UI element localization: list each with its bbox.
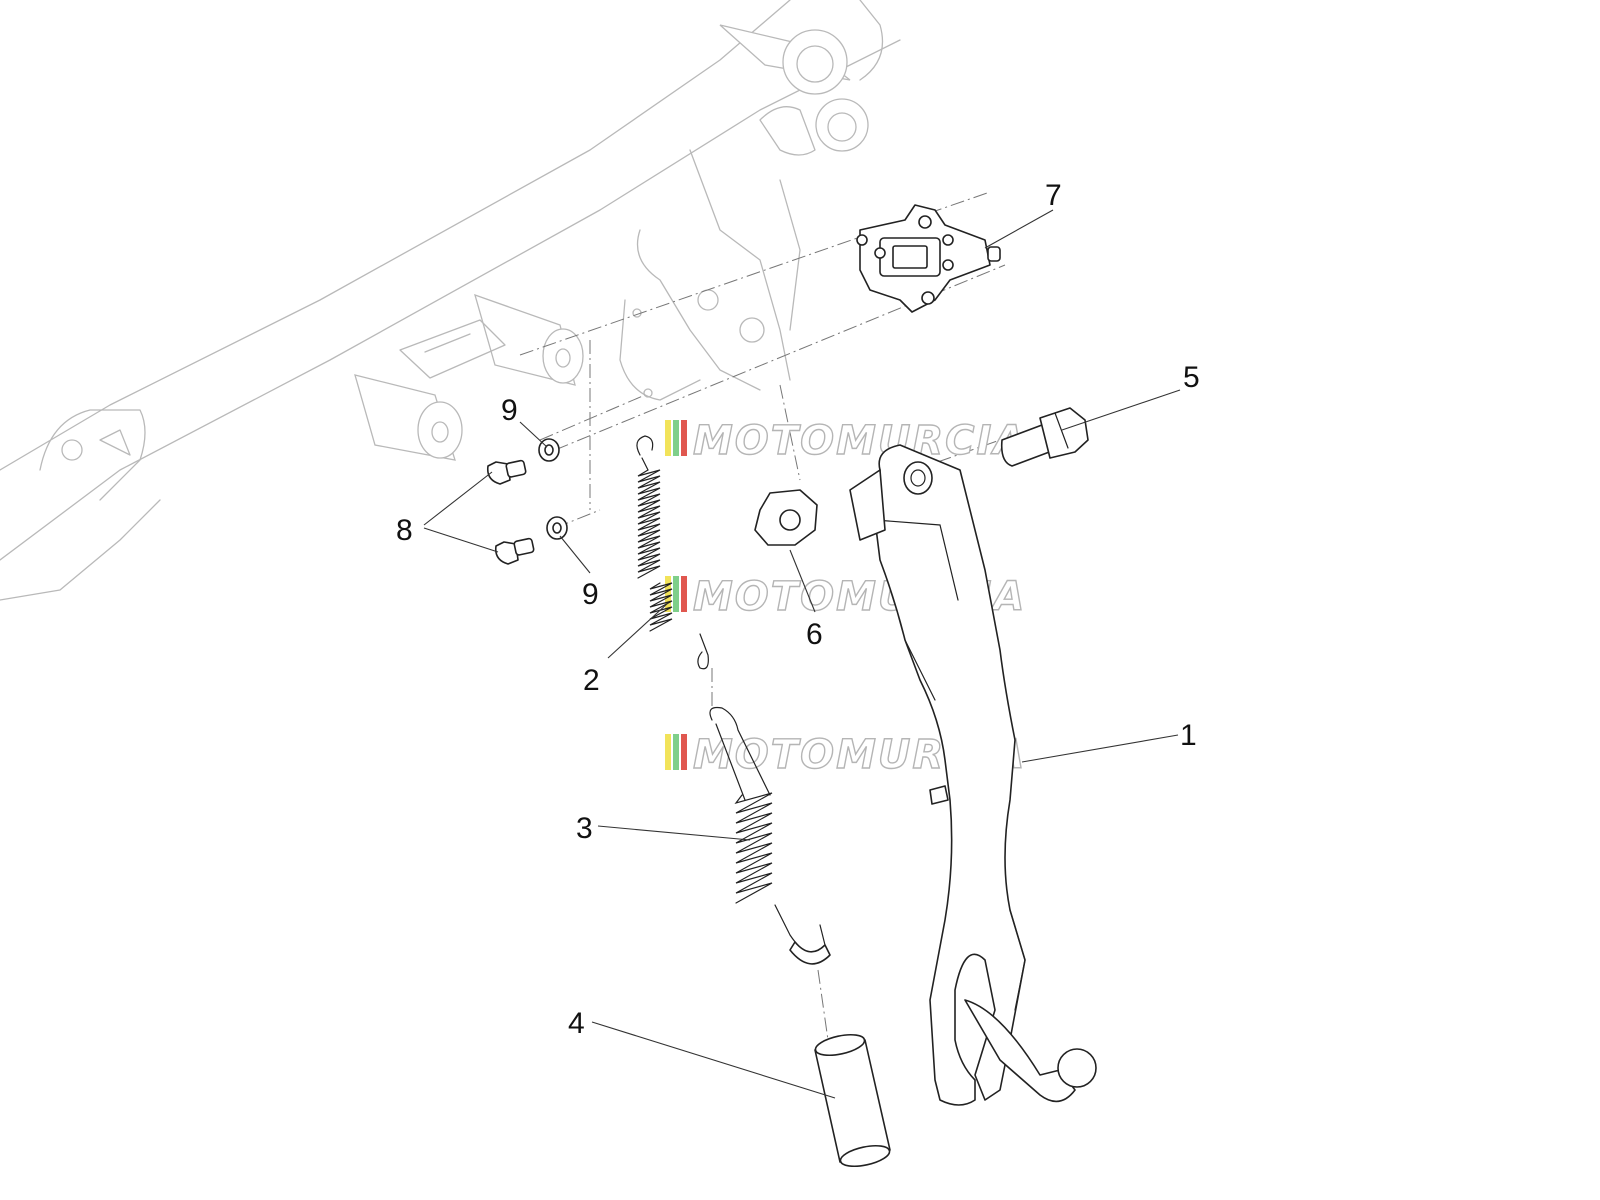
part-4-sleeve — [814, 1033, 891, 1168]
part-8-screw-lower — [494, 537, 535, 565]
flag-stripe-yellow — [665, 734, 671, 770]
callout-2: 2 — [583, 664, 600, 697]
callout-7: 7 — [1045, 179, 1062, 212]
callout-9-upper: 9 — [501, 394, 518, 427]
part-5-bolt — [1000, 407, 1089, 467]
flag-stripe-yellow — [665, 576, 671, 612]
flag-stripe-red — [681, 576, 687, 612]
part-3-spring — [709, 706, 831, 965]
part-2-spring — [636, 435, 709, 670]
callout-labels: 7 5 9 8 9 6 2 1 3 4 — [396, 179, 1200, 1040]
watermark-text: MOTOMURCIA — [693, 418, 1026, 464]
callout-1: 1 — [1180, 719, 1197, 752]
flag-stripe-green — [673, 734, 679, 770]
flag-stripe-green — [673, 576, 679, 612]
callout-3: 3 — [576, 812, 593, 845]
flag-stripe-yellow — [665, 420, 671, 456]
part-7-switch — [856, 204, 1001, 313]
watermark-1: MOTOMURCIA — [665, 417, 1026, 465]
part-8-screw-upper — [486, 459, 527, 485]
part-9-washer-lower — [546, 516, 568, 540]
callout-8: 8 — [396, 514, 413, 547]
flag-stripe-green — [673, 420, 679, 456]
callout-5: 5 — [1183, 361, 1200, 394]
flag-stripe-red — [681, 734, 687, 770]
frame-outline — [0, 0, 901, 601]
callout-4: 4 — [568, 1007, 585, 1040]
callout-9-lower: 9 — [582, 578, 599, 611]
leader-lines — [423, 209, 1181, 1099]
flag-stripe-red — [681, 420, 687, 456]
callout-6: 6 — [806, 618, 823, 651]
part-1-side-stand — [849, 444, 1097, 1106]
part-6-nut — [754, 489, 818, 546]
